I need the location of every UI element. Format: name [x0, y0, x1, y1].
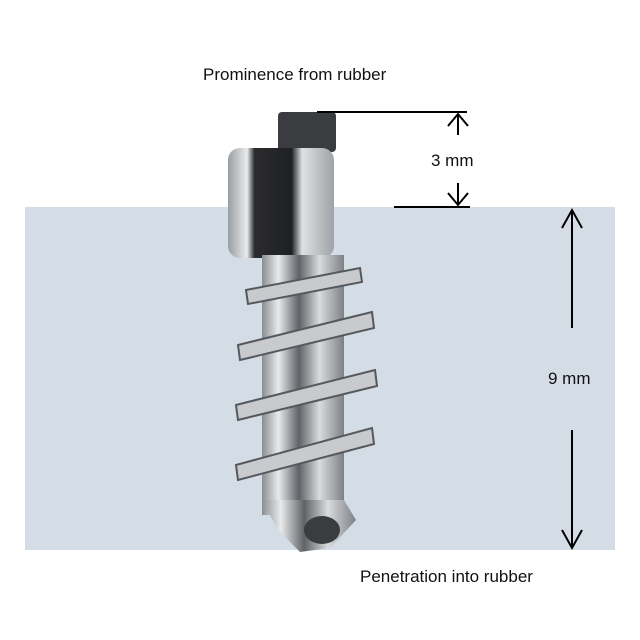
carbide-tip	[278, 112, 336, 152]
dimension-9mm	[561, 207, 583, 551]
screw-threads	[234, 266, 379, 482]
penetration-value: 9 mm	[548, 369, 591, 388]
prominence-label: Prominence from rubber	[203, 65, 387, 84]
prominence-value: 3 mm	[431, 151, 474, 170]
hex-head	[228, 148, 334, 258]
penetration-label: Penetration into rubber	[360, 567, 533, 586]
dimension-3mm	[317, 111, 470, 208]
bottom-tip	[304, 516, 340, 544]
